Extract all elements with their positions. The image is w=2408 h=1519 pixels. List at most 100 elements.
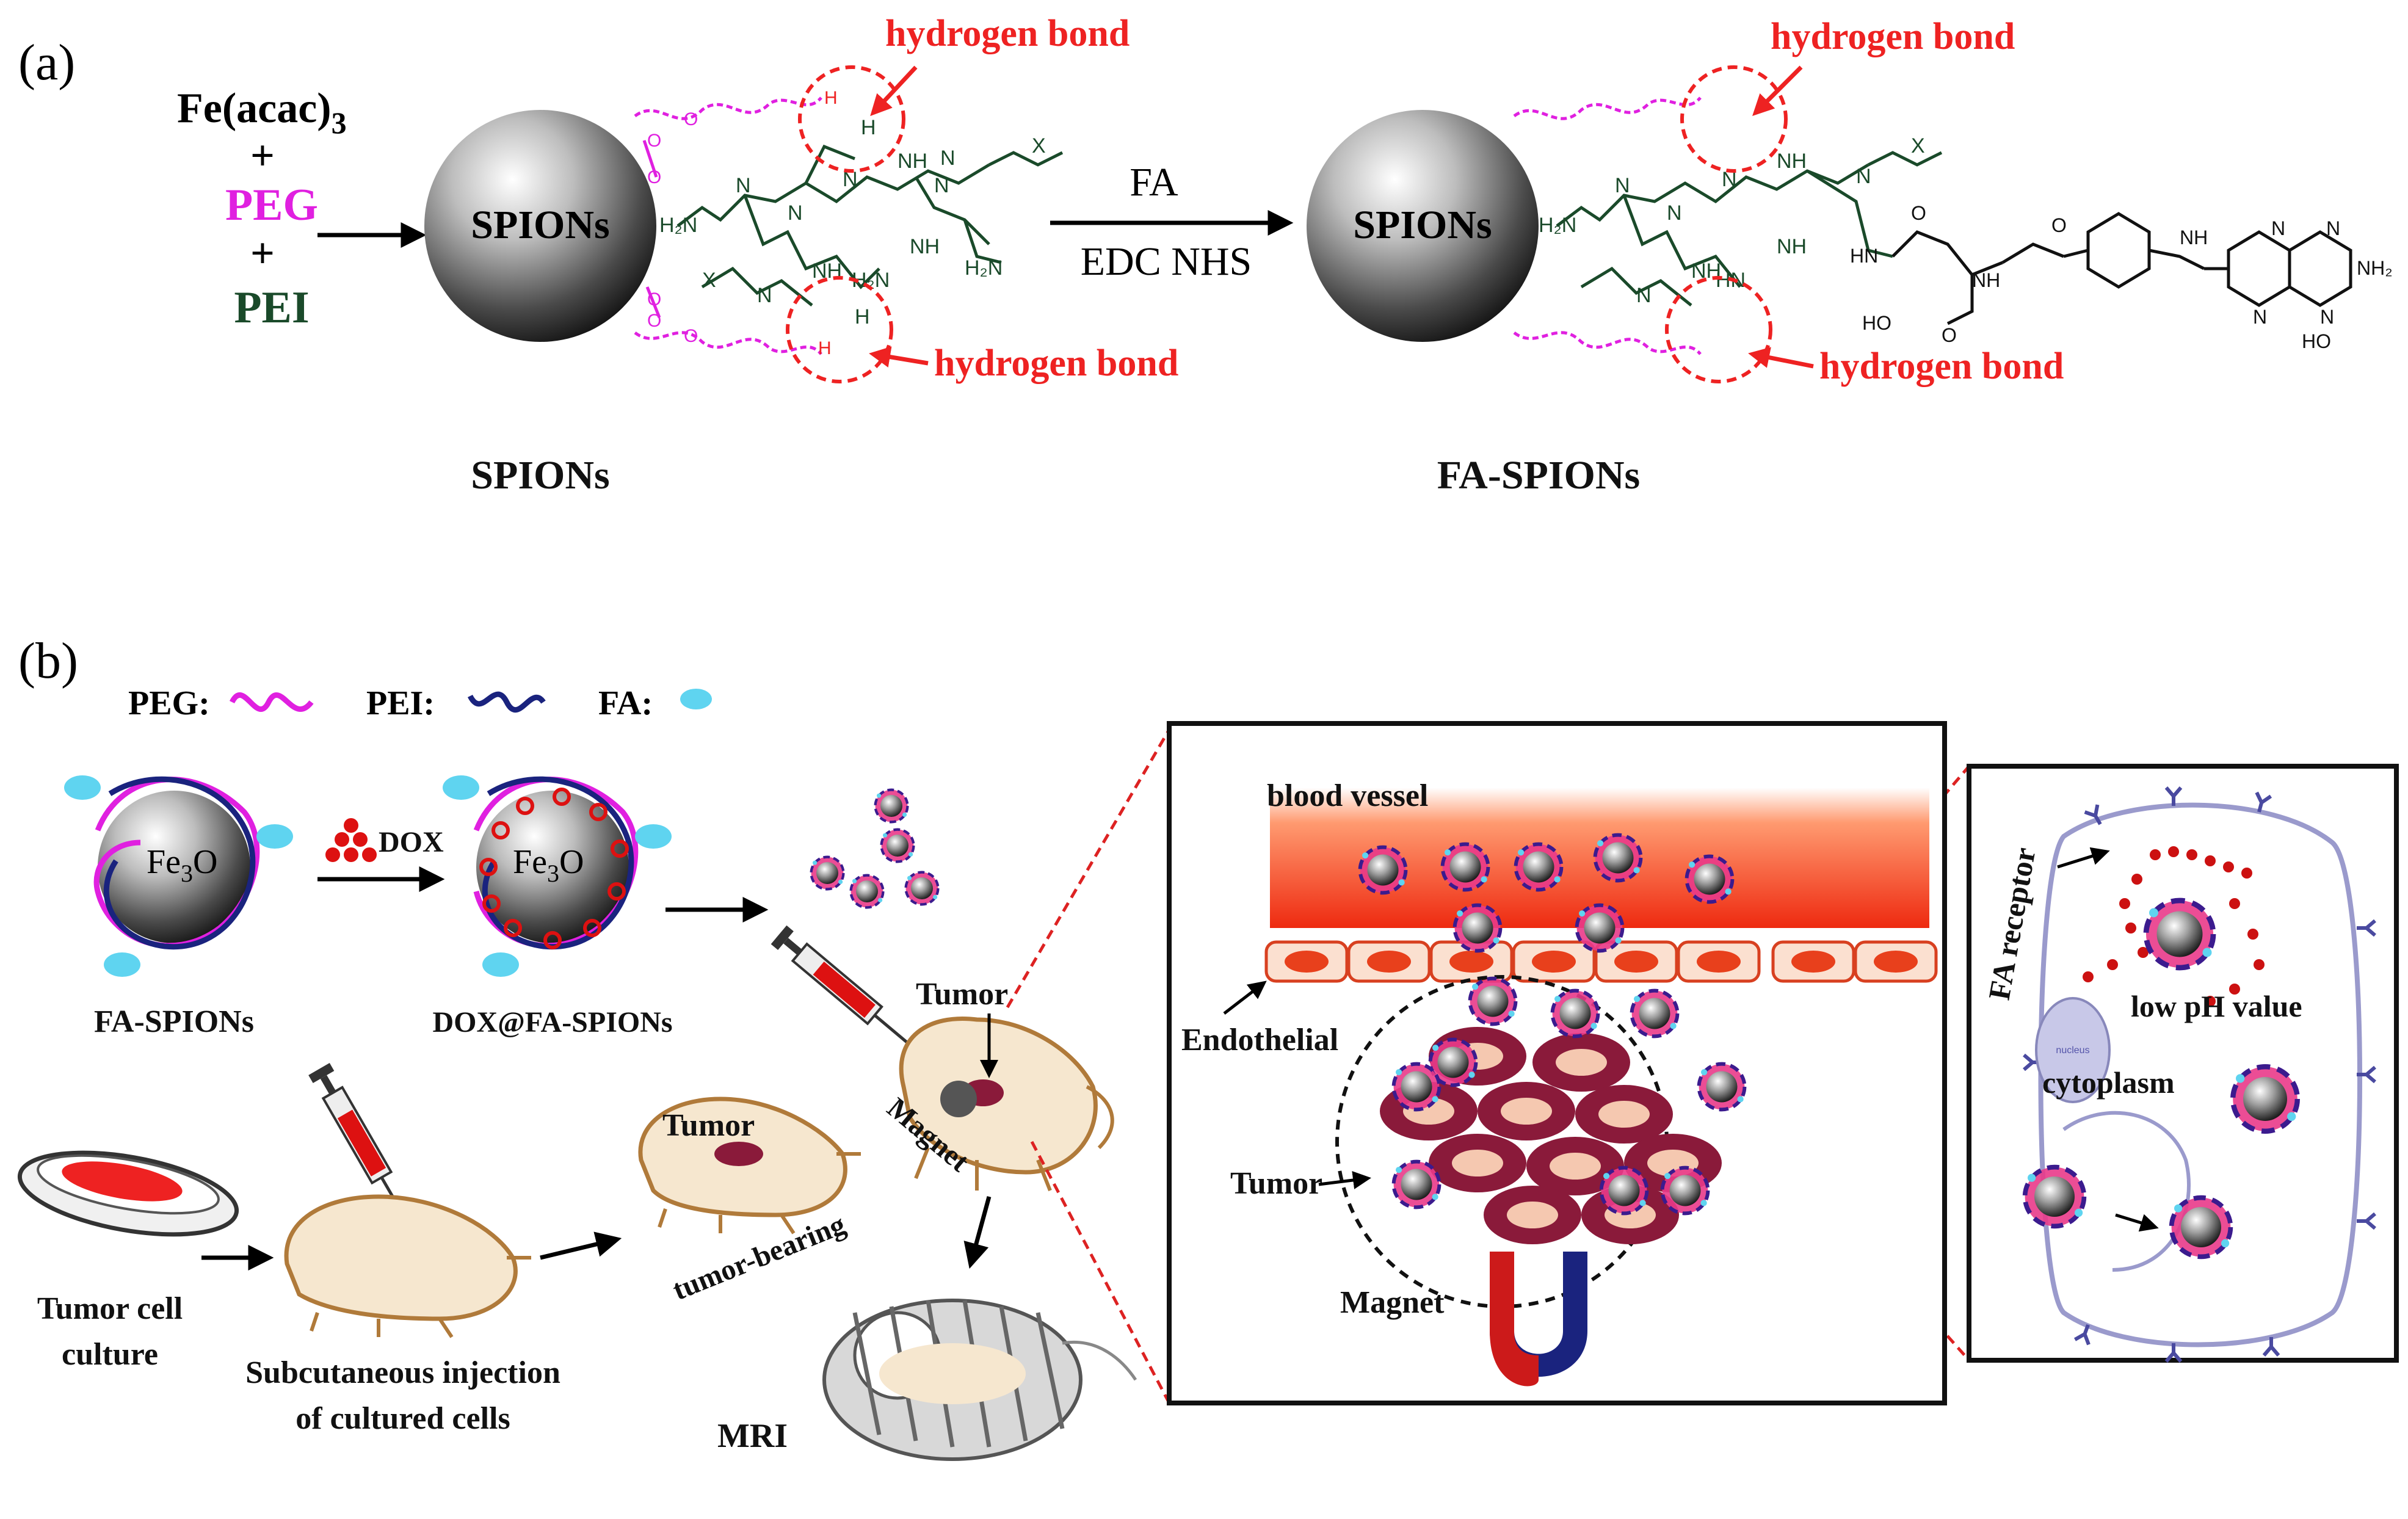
pei-labels-left: H₂N N N N NH NH N NH H₂N N H₂N N X X H H xyxy=(659,116,1046,328)
peg-carboxyl-labels-left: OOO OOO xyxy=(647,109,698,346)
hbond-label-bottom-right: hydrogen bond xyxy=(1819,346,2064,387)
reagent-peg: PEG xyxy=(225,180,318,230)
spions-sphere-right xyxy=(1307,110,1539,342)
nucleus xyxy=(2035,997,2111,1103)
legend-peg-label: PEG: xyxy=(128,684,210,722)
svg-text:S: S xyxy=(1570,1238,1578,1252)
svg-text:O: O xyxy=(684,109,698,129)
svg-text:NH: NH xyxy=(2180,227,2208,248)
svg-text:N: N xyxy=(2253,306,2267,328)
svg-text:H₂N: H₂N xyxy=(965,256,1003,280)
svg-text:X: X xyxy=(1032,134,1046,158)
caption-fa-spions-b: FA-SPIONs xyxy=(94,1004,254,1039)
svg-text:N: N xyxy=(1667,201,1682,225)
pei-labels-right: H₂N N N N NH NH N NH N HN X xyxy=(1539,134,1925,307)
hbond-circle-bottom-right xyxy=(1665,276,1772,383)
svg-text:O: O xyxy=(647,131,661,151)
subcutaneous-line1: Subcutaneous injection xyxy=(245,1355,560,1390)
peg-chains-right xyxy=(1513,96,1702,355)
pei-network-left xyxy=(676,144,1064,306)
svg-text:O: O xyxy=(647,167,661,187)
mouse-tumor-bearing xyxy=(638,1097,861,1234)
svg-text:NH: NH xyxy=(1972,269,2000,291)
svg-text:N: N xyxy=(1497,1238,1506,1252)
arrow-injection-to-tumor-bearing xyxy=(540,1231,622,1260)
subcutaneous-line2: of cultured cells xyxy=(296,1401,510,1436)
svg-text:O: O xyxy=(647,311,661,331)
svg-text:N: N xyxy=(940,147,956,170)
hbond-arrow-top-left xyxy=(870,65,918,117)
svg-text:N: N xyxy=(2326,217,2340,239)
dox-dots xyxy=(325,818,377,862)
svg-text:N: N xyxy=(788,201,803,225)
svg-text:H: H xyxy=(855,305,870,328)
dox-fa-spions-particle: Fe3O xyxy=(443,775,672,977)
panel-b-label: (b) xyxy=(18,633,78,689)
internalized-np-3 xyxy=(2025,1167,2084,1227)
tumor-cell-culture-line1: Tumor cell xyxy=(37,1291,183,1326)
tumor-label-lower: Tumor xyxy=(662,1108,755,1143)
fa-receptor-arrow xyxy=(2057,847,2110,869)
spions-sphere-label-left: SPIONs xyxy=(471,203,609,247)
blood-vessel-label: blood vessel xyxy=(1267,778,1428,813)
peg-chains-left xyxy=(634,96,822,355)
svg-text:N: N xyxy=(757,284,772,307)
svg-text:HN: HN xyxy=(1850,245,1878,267)
svg-text:H: H xyxy=(861,116,876,139)
mouse-with-magnet xyxy=(899,1017,1114,1192)
endothelial-label: Endothelial xyxy=(1181,1023,1338,1057)
endosome-membrane xyxy=(2062,1111,2191,1272)
svg-text:NH: NH xyxy=(910,235,940,258)
hbond-label-bottom-left: hydrogen bond xyxy=(934,343,1178,384)
svg-text:NH: NH xyxy=(1777,235,1807,258)
legend-fa-swatch xyxy=(680,689,712,709)
svg-text:N: N xyxy=(1615,174,1630,197)
tumor-cell-culture-line2: culture xyxy=(62,1337,158,1372)
low-ph-label: low pH value xyxy=(2131,989,2302,1023)
hbond-circle-top-right xyxy=(1680,65,1788,173)
dox-label: DOX xyxy=(379,826,444,858)
pei-network-right xyxy=(1556,151,1943,306)
endothelial-arrow xyxy=(1223,981,1267,1015)
tumor-bearing-label: tumor-bearing xyxy=(668,1208,850,1307)
mri-label: MRI xyxy=(717,1417,788,1455)
legend-pei-label: PEI: xyxy=(366,684,435,722)
caption-dox-fa-spions: DOX@FA-SPIONs xyxy=(432,1006,672,1039)
svg-text:O: O xyxy=(1942,324,1957,346)
plus-sign-2: + xyxy=(250,230,275,277)
caption-fa-spions: FA-SPIONs xyxy=(1437,453,1640,498)
mri-scanner xyxy=(822,1299,1137,1461)
hbond-circle-top-left xyxy=(798,65,905,173)
svg-text:O: O xyxy=(647,289,661,310)
mouse-injection xyxy=(284,1194,531,1338)
svg-text:NH₂: NH₂ xyxy=(2357,257,2393,279)
svg-text:H₂N: H₂N xyxy=(1539,214,1576,237)
tumor-label-upper: Tumor xyxy=(916,977,1008,1012)
particle-cluster xyxy=(811,790,938,908)
syringe-upper xyxy=(771,925,908,1044)
svg-text:N: N xyxy=(1856,165,1871,188)
svg-text:H₂N: H₂N xyxy=(659,214,697,237)
legend-fa-label: FA: xyxy=(598,684,653,722)
folic-acid-structure xyxy=(1891,212,2352,325)
reagent-fe-acac: Fe(acac)3 xyxy=(177,85,347,140)
svg-text:NH: NH xyxy=(1777,150,1807,173)
svg-text:N: N xyxy=(1636,284,1652,307)
internalized-np-1 xyxy=(2146,901,2213,968)
svg-text:O: O xyxy=(1911,202,1926,224)
svg-text:HO: HO xyxy=(1862,312,1891,334)
plus-sign-1: + xyxy=(250,132,275,179)
magnet-label-inset: Magnet xyxy=(1340,1285,1445,1320)
hbond-circle-bottom-left xyxy=(786,276,893,383)
internalized-np-2 xyxy=(2233,1067,2297,1131)
reaction-reagent-edc-nhs: EDC NHS xyxy=(1081,239,1252,284)
svg-text:O: O xyxy=(684,326,698,346)
svg-text:N: N xyxy=(2271,217,2285,239)
petri-dish xyxy=(17,1150,239,1237)
svg-text:Fe3O: Fe3O xyxy=(147,843,217,887)
svg-text:Fe3O: Fe3O xyxy=(513,843,584,887)
target-cell-membrane xyxy=(2038,802,2362,1347)
internalized-np-4 xyxy=(2172,1198,2231,1257)
tumor-label-inset: Tumor xyxy=(1230,1166,1322,1201)
